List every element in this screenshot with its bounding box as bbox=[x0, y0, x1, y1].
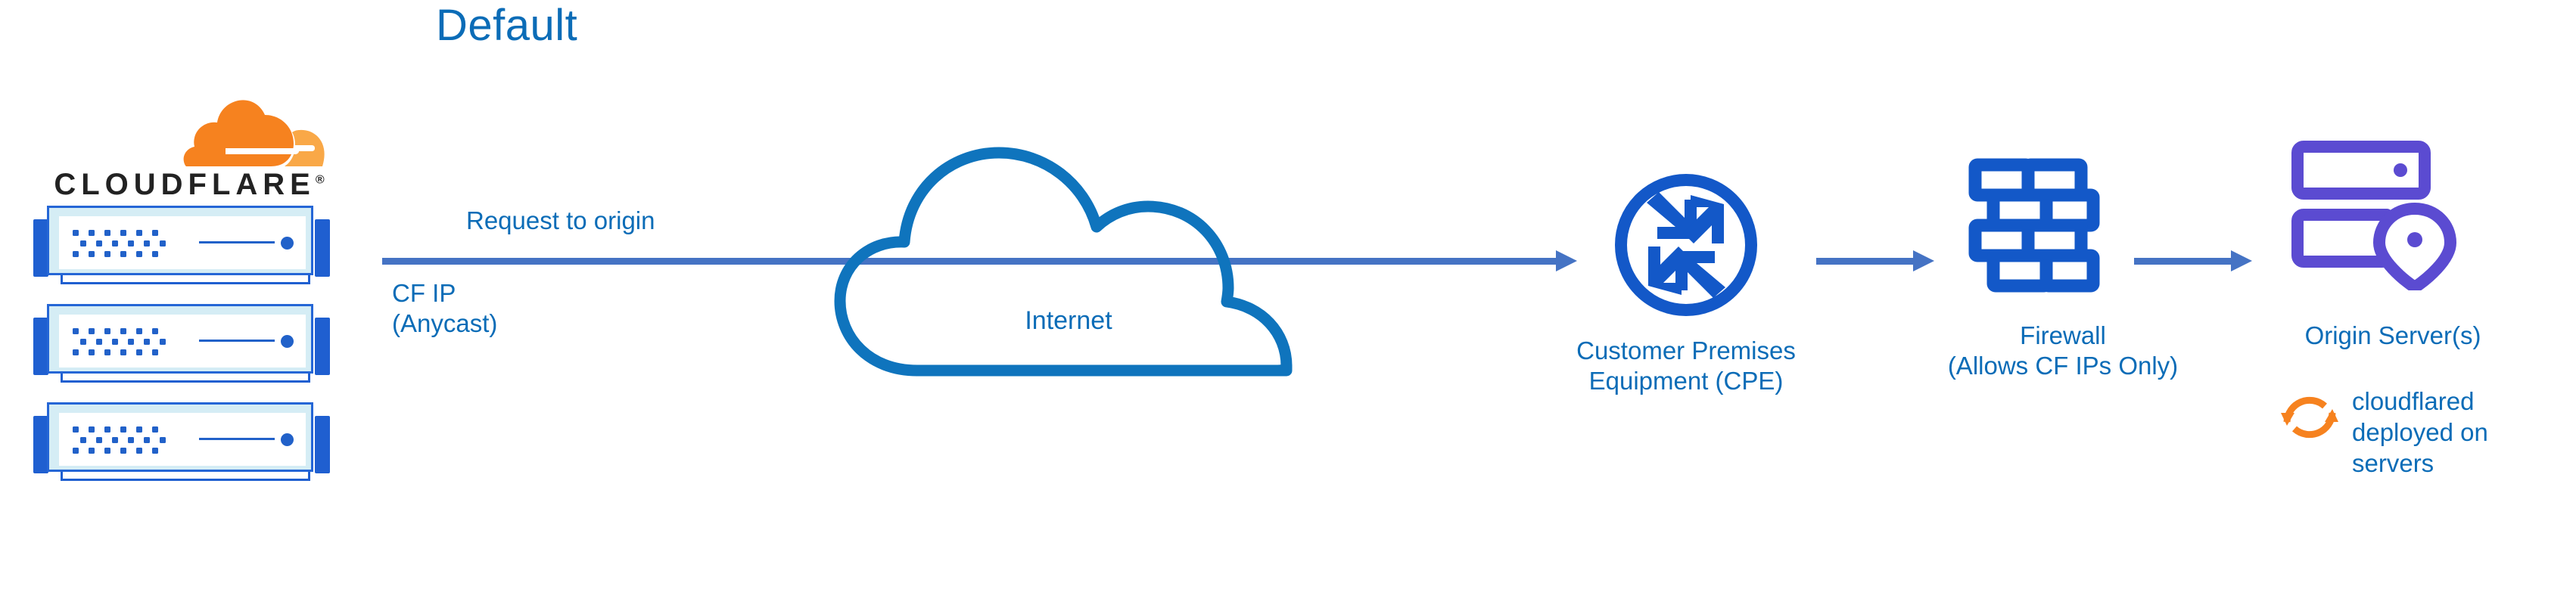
firewall-label-line2: (Allows CF IPs Only) bbox=[1947, 352, 2179, 380]
switch-ear-right-icon bbox=[315, 318, 330, 375]
network-switch-2 bbox=[14, 301, 350, 392]
edge-to-cpe-arrow-line bbox=[382, 258, 1557, 265]
page-title: Default bbox=[436, 1, 578, 50]
firewall-to-origin-arrowhead-icon bbox=[2231, 250, 2252, 271]
cpe-to-firewall-arrowhead-icon bbox=[1913, 250, 1934, 271]
switch-ear-left-icon bbox=[33, 416, 48, 473]
switch-indicator-line-icon bbox=[199, 340, 275, 342]
cloudflared-label-line1: cloudflared bbox=[2352, 387, 2475, 415]
switch-power-led-icon bbox=[281, 335, 294, 348]
edge-to-cpe-arrowhead-icon bbox=[1556, 250, 1577, 271]
cloudflare-wordmark: CLOUDFLARE® bbox=[30, 168, 348, 202]
switch-chassis bbox=[47, 304, 313, 374]
origin-server-label: Origin Server(s) bbox=[2304, 321, 2481, 349]
cloud-icon bbox=[834, 147, 1293, 377]
network-switch-3 bbox=[14, 399, 350, 490]
switch-faceplate bbox=[59, 413, 306, 466]
cpe-to-firewall-arrow-line bbox=[1816, 258, 1915, 265]
internet-label: Internet bbox=[1025, 306, 1112, 335]
switch-faceplate bbox=[59, 216, 306, 269]
registered-trademark-symbol: ® bbox=[315, 173, 325, 187]
circular-sync-arrows-icon bbox=[2281, 396, 2338, 439]
cf-ip-label-line2: (Anycast) bbox=[392, 309, 498, 337]
cf-ip-label-line1: CF IP bbox=[392, 279, 456, 307]
router-four-arrows-icon bbox=[1615, 174, 1757, 316]
switch-ear-right-icon bbox=[315, 416, 330, 473]
request-to-origin-label: Request to origin bbox=[466, 206, 655, 234]
switch-ear-left-icon bbox=[33, 219, 48, 277]
cpe-label-line2: Equipment (CPE) bbox=[1588, 367, 1784, 395]
switch-ear-left-icon bbox=[33, 318, 48, 375]
switch-faceplate bbox=[59, 315, 306, 367]
cloudflare-wordmark-text: CLOUDFLARE bbox=[54, 168, 316, 201]
switch-power-led-icon bbox=[281, 433, 294, 446]
brick-wall-icon bbox=[1968, 158, 2100, 293]
network-switch-1 bbox=[14, 203, 350, 293]
firewall-label: Firewall (Allows CF IPs Only) bbox=[1904, 321, 2222, 381]
cloudflare-logo: CLOUDFLARE® bbox=[30, 98, 348, 201]
switch-ear-right-icon bbox=[315, 219, 330, 277]
cloudflare-cloud-mark-icon bbox=[183, 100, 325, 166]
cf-ip-anycast-label: CF IP (Anycast) bbox=[392, 278, 497, 339]
switch-led-ports-icon bbox=[73, 230, 166, 257]
switch-chassis bbox=[47, 402, 313, 472]
server-stack-location-pin-icon bbox=[2291, 141, 2456, 290]
cloudflared-label-line2: deployed on bbox=[2352, 418, 2488, 446]
switch-led-ports-icon bbox=[73, 426, 166, 454]
cloudflared-label: cloudflared deployed on servers bbox=[2352, 386, 2556, 479]
switch-indicator-line-icon bbox=[199, 241, 275, 243]
firewall-label-line1: Firewall bbox=[2020, 321, 2106, 349]
cpe-label-line1: Customer Premises bbox=[1576, 336, 1796, 364]
cloudflared-label-line3: servers bbox=[2352, 449, 2434, 477]
cpe-label: Customer Premises Equipment (CPE) bbox=[1512, 336, 1860, 396]
switch-power-led-icon bbox=[281, 237, 294, 250]
firewall-to-origin-arrow-line bbox=[2134, 258, 2232, 265]
switch-indicator-line-icon bbox=[199, 438, 275, 440]
switch-led-ports-icon bbox=[73, 328, 166, 355]
switch-chassis bbox=[47, 206, 313, 275]
